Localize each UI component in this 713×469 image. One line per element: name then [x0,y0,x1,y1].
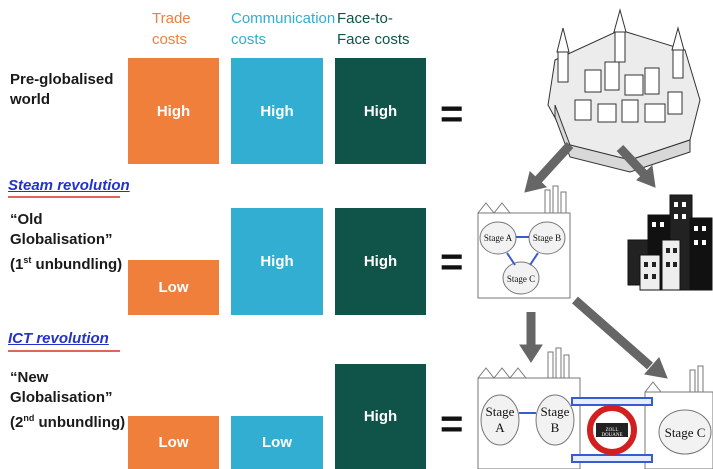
equals-sign: = [440,402,464,446]
row-label-line: (1st unbundling) [10,250,122,275]
row-label-part: (1 [10,256,24,273]
trade-cost-box: Low [128,416,219,469]
arrow-icon [572,296,668,379]
factory-icon: Stage A Stage B [477,347,581,469]
row-label-line: Pre-globalised [10,71,114,88]
equals-sign: = [440,240,464,284]
face-to-face-cost-box: High [335,58,426,164]
row-label-part: (2 [10,414,24,431]
walled-city-icon [547,8,701,173]
face-to-face-cost-box: High [335,208,426,315]
trade-cost-box: High [128,58,219,164]
row-label-line: world [10,91,50,108]
communication-costs-header: Communication costs [231,8,336,50]
stage-b-label: Stage [541,404,570,419]
row-label-superscript: nd [23,413,35,423]
ict-revolution-underline [8,350,120,352]
communication-cost-box: High [231,58,323,164]
face-to-face-costs-header-text: Face-to-Face costs [337,10,410,48]
stage-b-label: B [551,420,560,435]
arrow-icon [524,141,574,193]
row-label-line: Globalisation” [10,389,113,406]
steam-revolution-label: Steam revolution [8,177,130,194]
factory-icon: Stage C [644,365,713,469]
row-label-new-globalisation: “New Globalisation” (2nd unbundling) [10,368,125,433]
row-label-pre-globalised: Pre-globalised world [10,70,113,110]
stage-c-label: Stage C [665,425,706,440]
ict-revolution-label: ICT revolution [8,330,109,347]
equals-sign: = [440,92,464,136]
arrow-icon [616,144,656,188]
row-label-line: (2nd unbundling) [10,408,125,433]
row-label-part: unbundling) [31,256,123,273]
border-sign-top: ZOLL [606,428,619,433]
stage-a-label: Stage A [484,233,513,243]
communication-cost-box: Low [231,416,323,469]
row-label-superscript: st [23,255,32,265]
stage-b-label: Stage B [533,233,561,243]
border-sign-bottom: DOUANE [601,433,622,438]
row-label-line: “Old [10,211,43,228]
trade-cost-box: Low [128,260,219,315]
border-customs-icon: ZOLL DOUANE [571,397,653,463]
stage-a-label: A [495,420,505,435]
row-label-old-globalisation: “Old Globalisation” (1st unbundling) [10,210,122,275]
row-label-line: Globalisation” [10,231,113,248]
communication-costs-header-text: Communication costs [231,10,336,48]
row-label-part: unbundling) [34,414,126,431]
stage-a-label: Stage [486,404,515,419]
trade-costs-header-text: Trade costs [152,10,191,48]
steam-revolution-underline [8,196,120,198]
row-label-line: “New [10,369,49,386]
face-to-face-costs-header: Face-to-Face costs [337,8,417,50]
arrow-icon [519,312,543,363]
stage-c-label: Stage C [507,274,535,284]
trade-costs-header: Trade costs [152,8,212,50]
city-buildings-icon [627,194,713,291]
factory-icon: Stage A Stage B Stage C [477,185,571,299]
communication-cost-box: High [231,208,323,315]
face-to-face-cost-box: High [335,364,426,469]
